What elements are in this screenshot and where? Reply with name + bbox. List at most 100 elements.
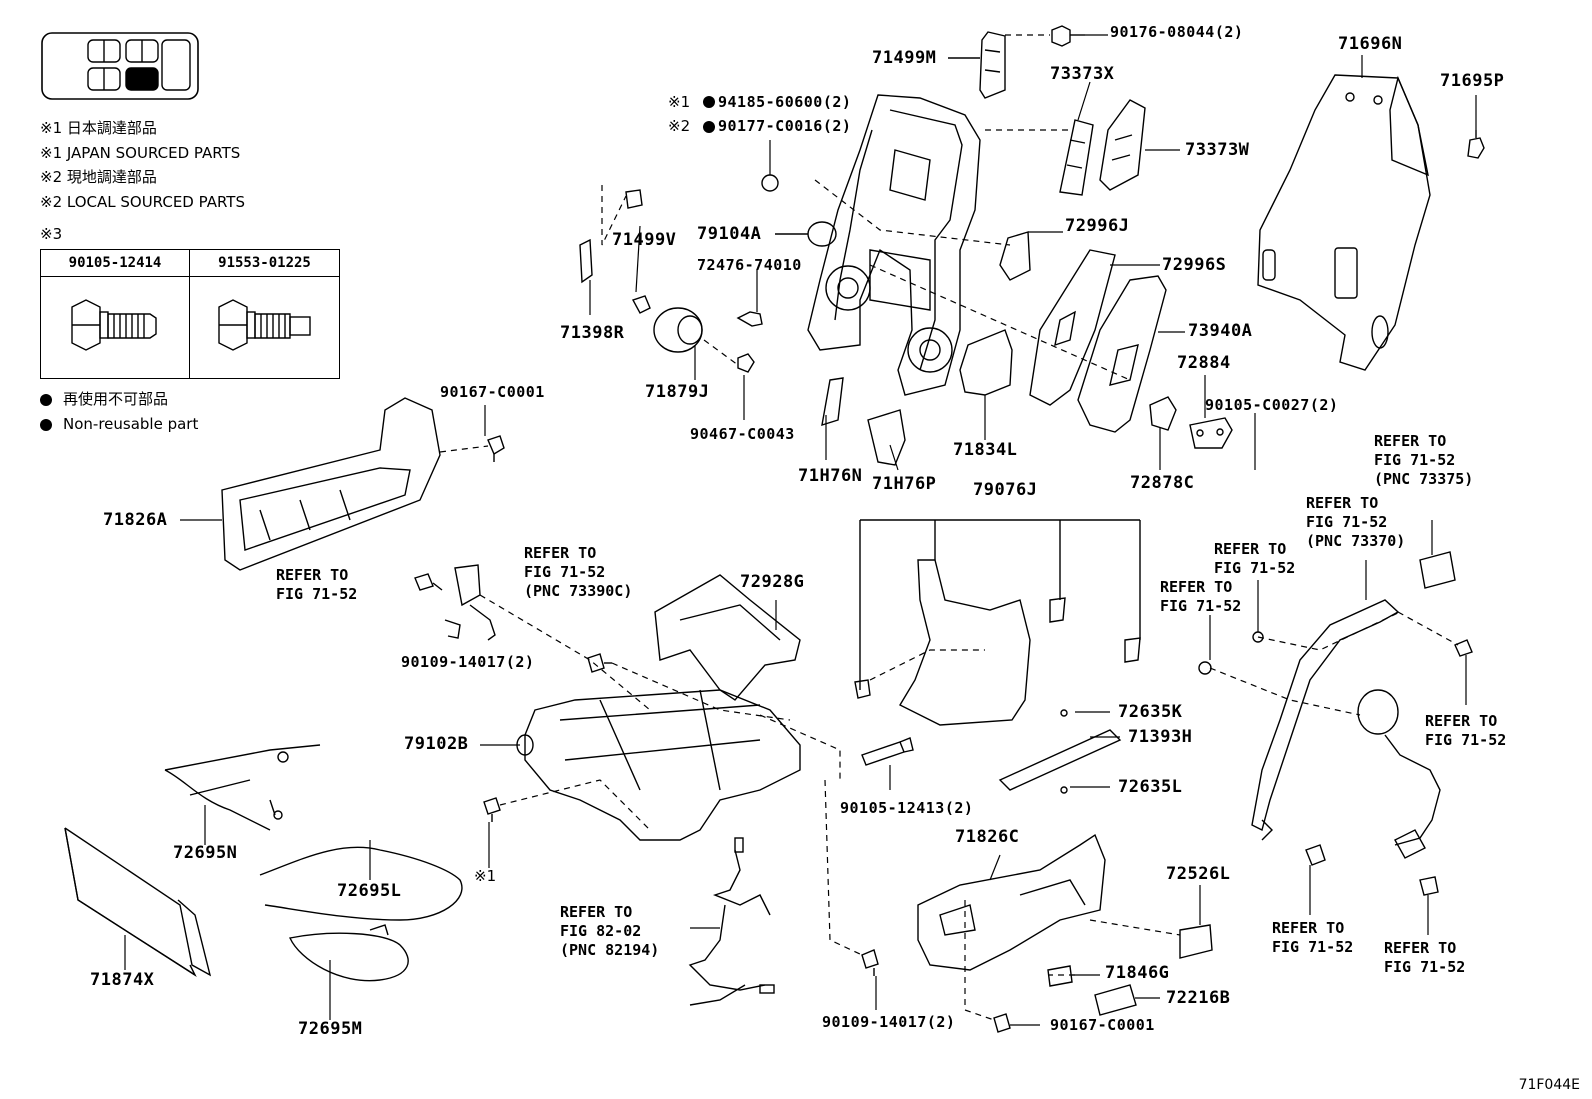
bolt-table-header-1: 90105-12414 — [41, 250, 189, 277]
bolt-x1-drawing — [483, 797, 501, 822]
bolt-90109a-drawing — [587, 653, 612, 673]
part-label-71H76N: 71H76N — [798, 466, 863, 486]
bolt-buckle-drawing — [414, 573, 443, 591]
bolt-table-col-2: 91553-01225 — [190, 250, 339, 378]
part-label-72695N: 72695N — [173, 843, 238, 863]
dashed-lines — [439, 34, 1459, 1021]
part-label-73373X: 73373X — [1050, 64, 1115, 84]
screw-90176-drawing — [1051, 25, 1085, 47]
part-label-71393H: 71393H — [1128, 727, 1193, 747]
bolt-90105-12414-drawing — [71, 299, 157, 351]
seat-belt-assembly-drawing — [1198, 551, 1473, 896]
part-label-71874X: 71874X — [90, 970, 155, 990]
wire-72695M-drawing — [288, 924, 409, 982]
part-label-90105-12413: 90105-12413(2) — [840, 799, 974, 817]
bolt-table-header-2: 91553-01225 — [190, 250, 339, 277]
cover-72216B-drawing — [1094, 984, 1137, 1016]
buckle-drawing — [444, 564, 496, 641]
bolt-90109b-drawing — [861, 949, 879, 976]
part-label-72476-74010: 72476-74010 — [697, 256, 802, 274]
part-label-71398R: 71398R — [560, 323, 625, 343]
seat-position-icon — [41, 32, 199, 100]
panel-71874X-drawing — [64, 827, 212, 977]
side-cover-73373W-drawing — [1099, 99, 1146, 191]
refer-to-label: REFER TO FIG 71-52 — [1384, 939, 1466, 976]
mark-94185: ※1 — [668, 93, 691, 111]
nonreuse-dot-icon — [40, 419, 52, 431]
part-label-90167-C0001-a: 90167-C0001 — [440, 383, 545, 401]
part-label-72526L: 72526L — [1166, 864, 1231, 884]
part-label-94185-60600: 94185-60600(2) — [718, 93, 852, 111]
leader-lines — [124, 34, 1477, 1026]
refer-to-label: REFER TO FIG 71-52 (PNC 73370) — [1306, 494, 1406, 550]
cover-73940A-drawing — [1077, 275, 1167, 433]
side-shield-71826C-drawing — [917, 833, 1106, 971]
part-label-72996J: 72996J — [1065, 216, 1130, 236]
cover-71846G-drawing — [1047, 965, 1073, 987]
seatback-board-drawing — [1257, 74, 1431, 371]
part-label-71499M: 71499M — [872, 48, 937, 68]
part-label-90109-14017-a: 90109-14017(2) — [401, 653, 535, 671]
part-label-71696N: 71696N — [1338, 34, 1403, 54]
part-label-71499V: 71499V — [612, 230, 677, 250]
part-label-79102B: 79102B — [404, 734, 469, 754]
nut-71499V-drawing — [625, 189, 651, 314]
nonreuse-dot-icon — [703, 96, 715, 108]
wire-72695L-drawing — [259, 846, 463, 921]
part-label-72878C: 72878C — [1130, 473, 1195, 493]
part-label-71879J: 71879J — [645, 382, 710, 402]
cover-72526L-drawing — [1179, 924, 1213, 959]
bolt-table: 90105-12414 91553-01225 — [40, 249, 340, 379]
refer-to-label: REFER TO FIG 71-52 — [1214, 540, 1296, 577]
note-local-sourced-en: ※2 LOCAL SOURCED PARTS — [40, 193, 245, 211]
side-cover-73373X-drawing — [1059, 119, 1094, 196]
clip-90167b-drawing — [993, 1013, 1011, 1033]
panel-71834L-drawing — [959, 329, 1013, 396]
clip-90167-drawing — [487, 435, 505, 462]
part-label-72884: 72884 — [1177, 353, 1231, 373]
part-label-90176-08044: 90176-08044(2) — [1110, 23, 1244, 41]
side-shield-71826A-drawing — [221, 397, 441, 571]
refer-to-label: REFER TO FIG 71-52 — [276, 566, 358, 603]
part-label-90105-C0027: 90105-C0027(2) — [1205, 396, 1339, 414]
part-label-90167-C0001-b: 90167-C0001 — [1050, 1016, 1155, 1034]
part-label-72928G: 72928G — [740, 572, 805, 592]
part-label-72695M: 72695M — [298, 1019, 363, 1039]
nonreuse-dot-icon — [40, 394, 52, 406]
part-label-71826C: 71826C — [955, 827, 1020, 847]
bolt-90105-12413-drawing — [861, 737, 914, 766]
bolt-90467-drawing — [737, 353, 755, 373]
note-3: ※3 — [40, 225, 63, 243]
note-nonreuse-en: Non-reusable part — [63, 415, 199, 433]
bracket-71H76N-drawing — [821, 377, 844, 427]
part-label-90177-C0016: 90177-C0016(2) — [718, 117, 852, 135]
note-japan-sourced-en: ※1 JAPAN SOURCED PARTS — [40, 144, 241, 162]
refer-to-label: REFER TO FIG 71-52 (PNC 73375) — [1374, 432, 1474, 488]
part-label-79076J: 79076J — [973, 480, 1038, 500]
bracket-71H76P-drawing — [867, 409, 906, 466]
bolt-72476-drawing — [736, 311, 763, 327]
bracket-72928G-drawing — [654, 574, 801, 701]
part-label-73940A: 73940A — [1188, 321, 1253, 341]
part-label-72216B: 72216B — [1166, 988, 1231, 1008]
mark-90177: ※2 — [668, 117, 691, 135]
part-label-71H76P: 71H76P — [872, 474, 937, 494]
seat-cushion-frame-drawing — [516, 689, 801, 841]
recliner-motor-drawing — [775, 221, 837, 247]
part-label-73373W: 73373W — [1185, 140, 1250, 160]
refer-to-label: REFER TO FIG 71-52 — [1425, 712, 1507, 749]
wire-harness-drawing — [688, 837, 775, 1006]
part-label-71826A: 71826A — [103, 510, 168, 530]
part-label-71834L: 71834L — [953, 440, 1018, 460]
figure-code: 71F044E — [1518, 1077, 1580, 1093]
note-japan-sourced-jp: ※1 日本調達部品 — [40, 119, 157, 137]
headrest-guide-drawing — [948, 31, 1006, 99]
refer-to-label: REFER TO FIG 71-52 (PNC 73390C) — [524, 544, 633, 600]
part-label-79104A: 79104A — [697, 224, 762, 244]
clip-94185-drawing — [761, 174, 779, 192]
bracket-71398R-drawing — [579, 238, 593, 284]
part-label-90467-C0043: 90467-C0043 — [690, 425, 795, 443]
part-label-72695L: 72695L — [337, 881, 402, 901]
cushion-frame-79076J-drawing — [854, 519, 1141, 726]
